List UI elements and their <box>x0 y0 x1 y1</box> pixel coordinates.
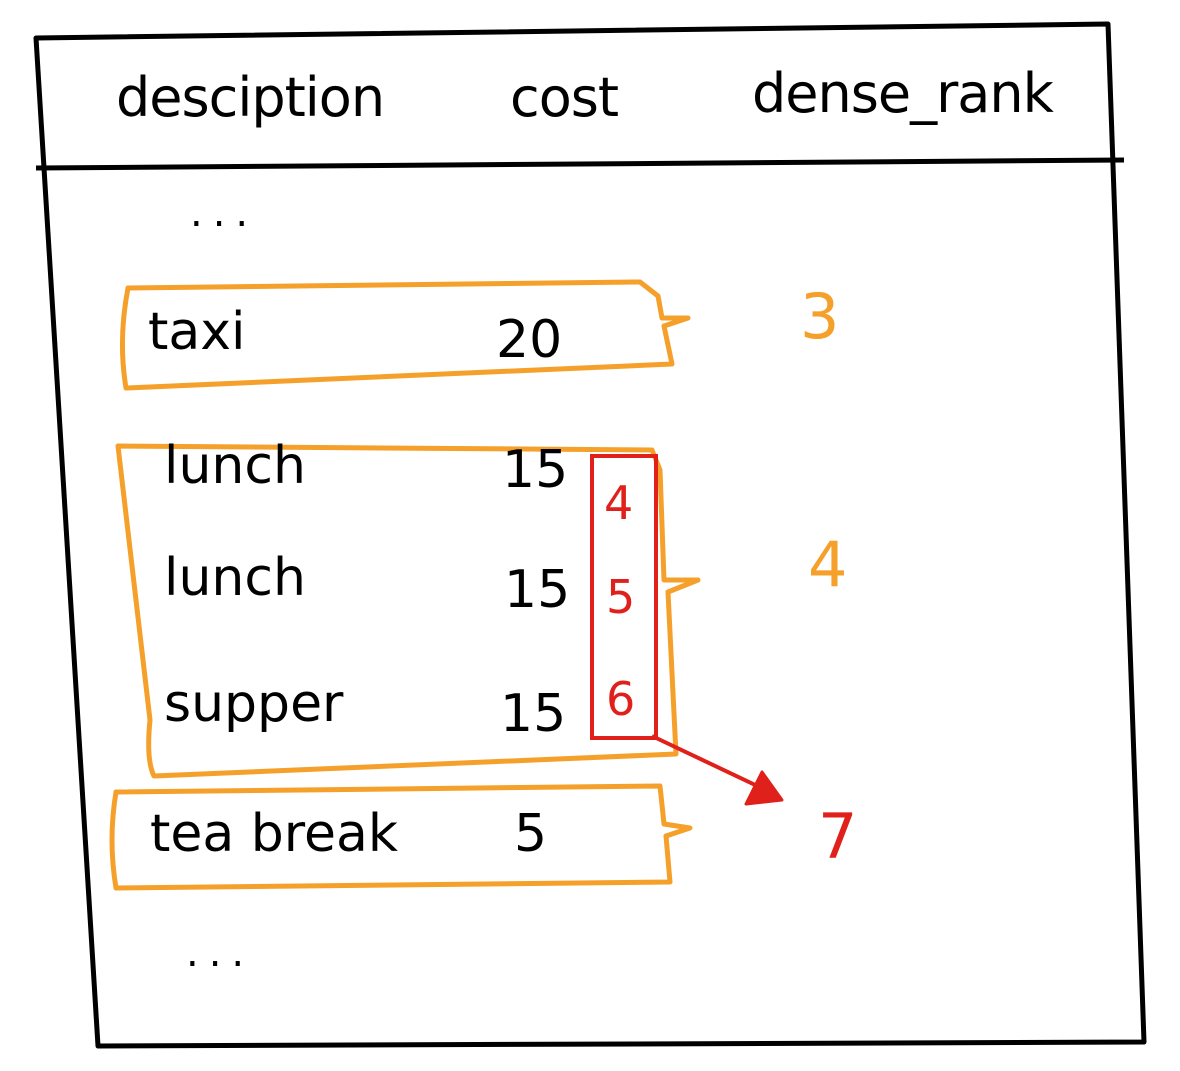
dense-rank-cost-15: 4 <box>808 528 848 601</box>
group-brace-cost-15 <box>115 443 701 779</box>
row-2-cost: 15 <box>502 440 569 500</box>
table-border <box>33 21 1147 1049</box>
row-1-description: taxi <box>148 302 246 362</box>
arrow-line <box>651 734 771 794</box>
row-5-description: tea break <box>150 804 398 864</box>
header-description: desciption <box>116 66 385 129</box>
row-3-description: lunch <box>164 548 306 608</box>
row-number-4: 4 <box>604 476 634 530</box>
row-3-cost: 15 <box>504 560 571 620</box>
ellipsis-top: ... <box>190 190 259 236</box>
row-number-6: 6 <box>606 672 636 726</box>
group-brace-tea-break <box>109 783 693 891</box>
dense-rank-taxi: 3 <box>800 280 840 353</box>
group-brace-taxi <box>119 279 691 391</box>
row-4-cost: 15 <box>500 684 567 744</box>
header-divider <box>35 157 1125 171</box>
row-1-cost: 20 <box>496 310 563 370</box>
row-number-5: 5 <box>606 570 636 624</box>
arrow-head-icon <box>744 770 784 806</box>
row-5-cost: 5 <box>514 804 548 864</box>
row-4-description: supper <box>164 674 344 734</box>
ellipsis-bottom: ... <box>186 930 255 976</box>
header-dense-rank: dense_rank <box>752 62 1054 125</box>
header-cost: cost <box>510 66 619 129</box>
dense-rank-tea-break: 7 <box>818 800 858 873</box>
row-number-highlight-box <box>590 454 658 740</box>
row-2-description: lunch <box>164 436 306 496</box>
